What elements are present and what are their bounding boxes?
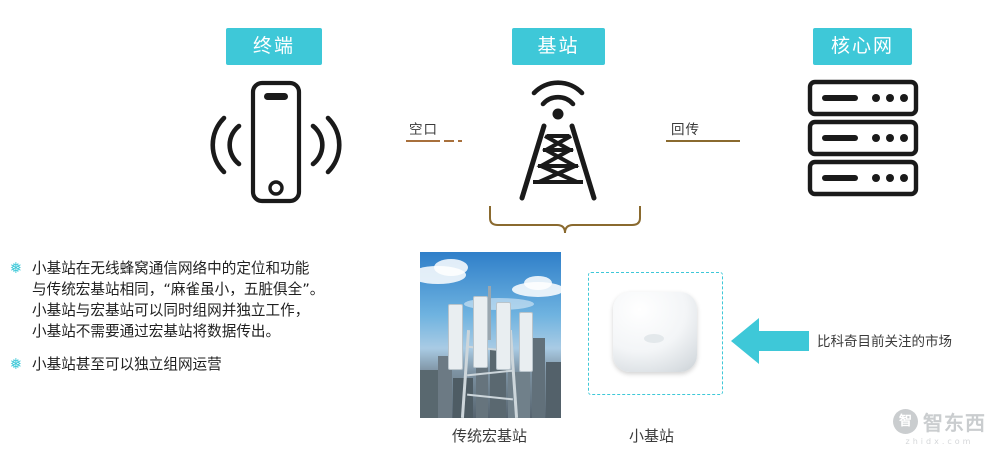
link-line-backhaul bbox=[666, 140, 740, 142]
caption-target-market: 比科奇目前关注的市场 bbox=[817, 334, 952, 350]
small-cell-device-photo bbox=[613, 292, 697, 372]
small-cell-highlight-box bbox=[588, 272, 723, 395]
chevron-up-bullet-icon: ❅ bbox=[9, 355, 23, 373]
bullet-item: ❅ 小基站甚至可以独立组网运营 bbox=[8, 354, 412, 375]
bullet-list: ❅ 小基站在无线蜂窝通信网络中的定位和功能 与传统宏基站相同，“麻雀虽小，五脏俱… bbox=[8, 258, 412, 387]
link-line-air-dash-2 bbox=[458, 140, 462, 142]
caption-small-cell: 小基站 bbox=[629, 427, 675, 445]
watermark: 智 智东西 zhidx.com bbox=[893, 407, 986, 446]
watermark-subtext: zhidx.com bbox=[905, 437, 974, 446]
bullet-item: ❅ 小基站在无线蜂窝通信网络中的定位和功能 与传统宏基站相同，“麻雀虽小，五脏俱… bbox=[8, 258, 412, 342]
link-label-air-interface: 空口 bbox=[409, 122, 438, 138]
bullet-text: 小基站在无线蜂窝通信网络中的定位和功能 与传统宏基站相同，“麻雀虽小，五脏俱全”… bbox=[32, 260, 325, 340]
left-arrow-icon bbox=[729, 316, 811, 370]
smartphone-icon bbox=[206, 78, 346, 210]
watermark-text: 智东西 bbox=[923, 411, 986, 435]
bullet-text: 小基站甚至可以独立组网运营 bbox=[32, 356, 222, 373]
link-line-air-solid bbox=[406, 140, 440, 142]
watermark-badge: 智 bbox=[893, 409, 918, 434]
chip-core-network: 核心网 bbox=[813, 28, 912, 65]
chevron-up-bullet-icon: ❅ bbox=[9, 259, 23, 277]
chip-base-station: 基站 bbox=[512, 28, 605, 65]
macro-base-station-photo bbox=[420, 252, 561, 418]
link-line-air-dash-1 bbox=[444, 140, 454, 142]
chip-terminal: 终端 bbox=[226, 28, 322, 65]
server-rack-icon bbox=[806, 78, 920, 202]
caption-macro-base-station: 传统宏基站 bbox=[452, 427, 528, 445]
curly-brace-icon bbox=[487, 203, 643, 241]
link-label-backhaul: 回传 bbox=[671, 122, 700, 138]
cell-tower-icon bbox=[498, 74, 618, 206]
